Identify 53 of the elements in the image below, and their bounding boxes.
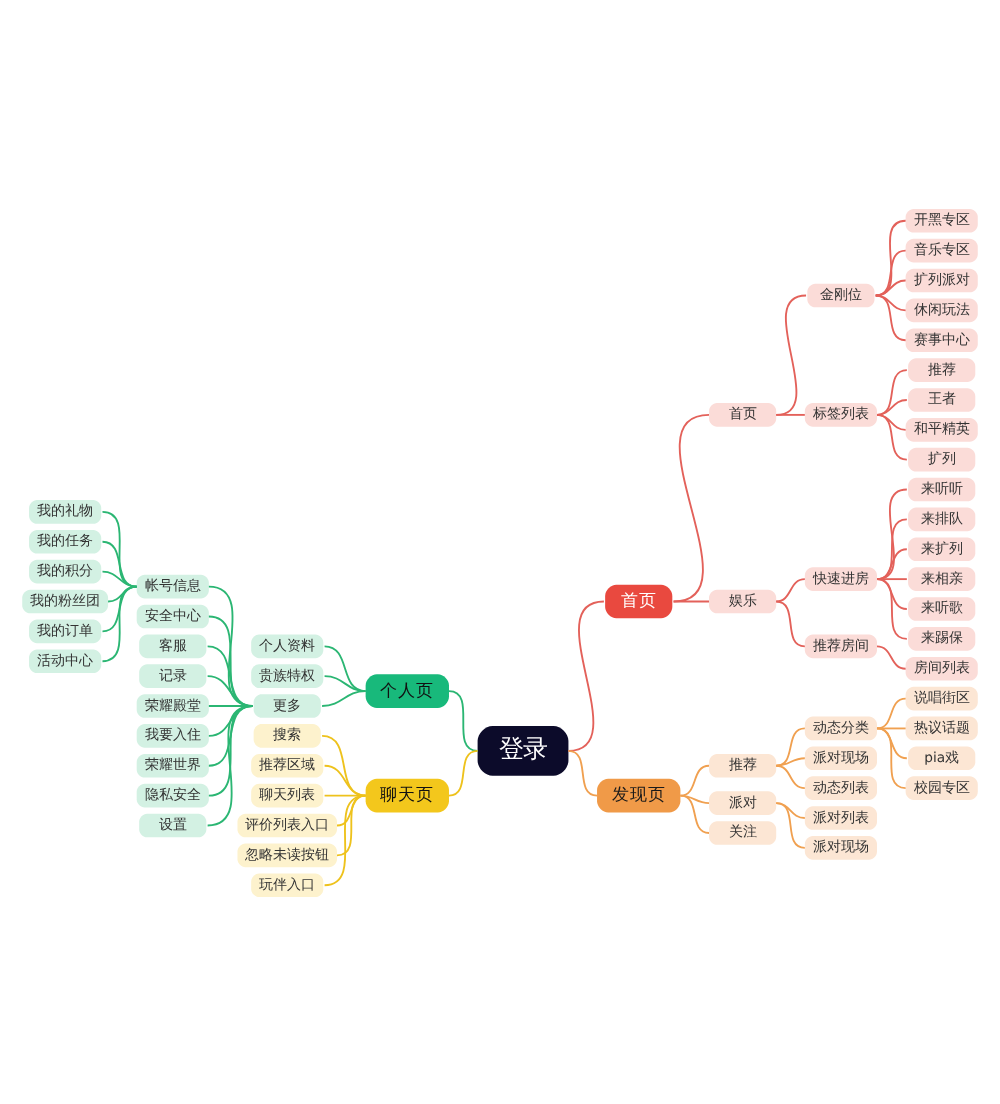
connector xyxy=(679,793,710,804)
connector xyxy=(876,577,908,609)
connector xyxy=(323,674,367,692)
connector xyxy=(775,756,806,766)
connector xyxy=(876,547,908,580)
connector xyxy=(448,748,479,796)
connector xyxy=(775,763,806,789)
connector xyxy=(206,704,254,826)
connector xyxy=(876,577,908,580)
connector xyxy=(101,569,138,587)
connector xyxy=(775,726,806,766)
connector xyxy=(775,599,806,647)
connector xyxy=(876,577,908,639)
connector xyxy=(775,412,806,415)
connector xyxy=(876,412,908,460)
connector xyxy=(336,793,367,856)
connector xyxy=(101,584,138,662)
connector xyxy=(101,510,138,587)
node-box: 聊天页 xyxy=(365,777,449,812)
connector xyxy=(876,368,908,415)
connector xyxy=(323,644,367,692)
connector xyxy=(207,704,254,796)
connector xyxy=(679,763,710,796)
connector xyxy=(323,763,367,796)
connector xyxy=(321,733,367,796)
connector xyxy=(874,293,907,341)
connector xyxy=(567,599,605,751)
connector xyxy=(672,412,710,602)
connector xyxy=(567,748,598,796)
node-box: 个人页 xyxy=(365,673,449,707)
connector xyxy=(775,801,806,848)
connector xyxy=(876,696,907,729)
connector xyxy=(874,218,907,296)
node-box: 登录 xyxy=(477,724,569,775)
node-box: 发现页 xyxy=(597,777,681,812)
connector xyxy=(672,599,710,602)
connector xyxy=(775,293,807,415)
connector xyxy=(323,793,367,886)
connector xyxy=(876,644,907,669)
connector xyxy=(101,584,138,632)
node-box: 首页 xyxy=(605,583,673,618)
connector xyxy=(775,577,806,602)
connector xyxy=(207,704,254,766)
connector xyxy=(679,793,710,833)
connector xyxy=(321,689,367,706)
connector xyxy=(876,517,908,580)
connector xyxy=(448,689,479,751)
connector xyxy=(874,248,907,296)
connector xyxy=(876,487,908,580)
connector xyxy=(876,726,907,789)
connector xyxy=(876,398,908,415)
connector xyxy=(101,539,138,587)
connector xyxy=(874,278,907,296)
